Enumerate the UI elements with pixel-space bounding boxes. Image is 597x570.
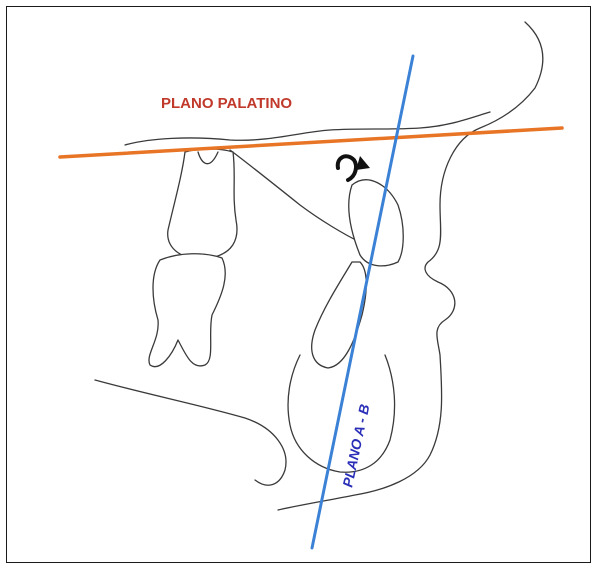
- facial-profile-outline: [278, 22, 543, 510]
- upper-incisor: [349, 180, 404, 266]
- palatal-plane-label: PLANO PALATINO: [161, 95, 292, 112]
- symphysis-outline: [288, 355, 395, 472]
- maxilla-lower-outline: [230, 150, 360, 242]
- curved-arrow-head: [356, 156, 370, 170]
- curved-arrow-icon: [338, 156, 356, 180]
- lower-incisor: [312, 262, 367, 368]
- ab-plane-label: PLANO A - B: [339, 403, 372, 489]
- maxilla-outline: [125, 112, 490, 145]
- lower-molar: [149, 254, 225, 367]
- mandible-outline: [95, 380, 286, 485]
- upper-molar: [168, 149, 237, 259]
